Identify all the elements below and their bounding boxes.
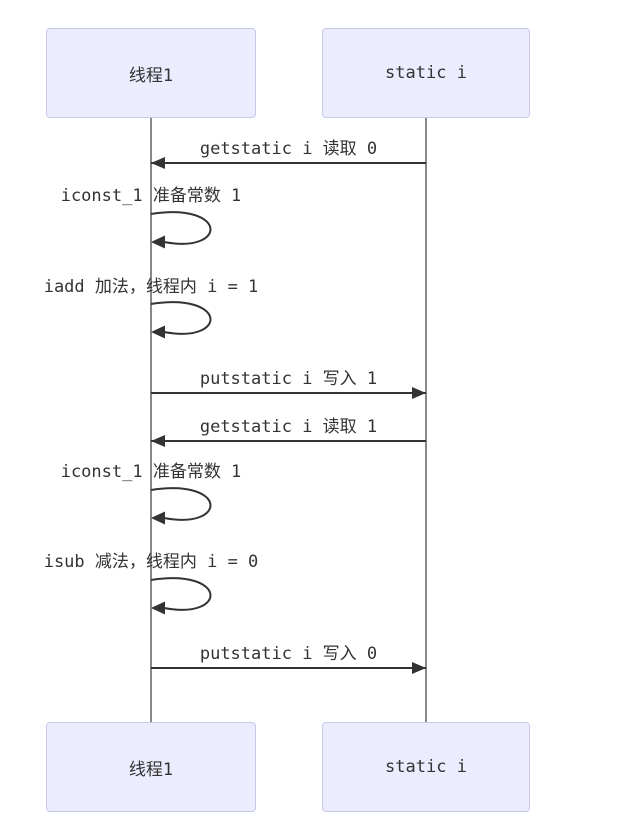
self-loop-label: iadd 加法，线程内 i = 1 bbox=[43, 277, 259, 297]
message-label: putstatic i 写入 0 bbox=[199, 644, 378, 664]
message-line bbox=[151, 392, 426, 394]
self-loop-arrow-icon bbox=[150, 577, 212, 615]
actor-box-thread1-bottom: 线程1 bbox=[46, 722, 256, 812]
message-label: putstatic i 写入 1 bbox=[199, 369, 378, 389]
message-label: getstatic i 读取 0 bbox=[199, 139, 378, 159]
arrowhead-left-icon bbox=[151, 435, 165, 447]
self-loop-arrow-icon bbox=[150, 487, 212, 525]
self-loop-arrow-icon bbox=[150, 301, 212, 339]
message-line bbox=[151, 440, 426, 442]
actor-box-static-i-top: static i bbox=[322, 28, 530, 118]
lifeline-thread1 bbox=[150, 118, 152, 722]
arrowhead-left-icon bbox=[151, 157, 165, 169]
message-line bbox=[151, 667, 426, 669]
message-label: getstatic i 读取 1 bbox=[199, 417, 378, 437]
self-loop-label: isub 减法，线程内 i = 0 bbox=[43, 552, 259, 572]
message-line bbox=[151, 162, 426, 164]
actor-box-static-i-bottom: static i bbox=[322, 722, 530, 812]
self-loop-label: iconst_1 准备常数 1 bbox=[60, 462, 242, 482]
self-loop-arrow-icon bbox=[150, 211, 212, 249]
self-loop-label: iconst_1 准备常数 1 bbox=[60, 186, 242, 206]
arrowhead-right-icon bbox=[412, 662, 426, 674]
arrowhead-right-icon bbox=[412, 387, 426, 399]
lifeline-static-i bbox=[425, 118, 427, 722]
actor-box-thread1-top: 线程1 bbox=[46, 28, 256, 118]
